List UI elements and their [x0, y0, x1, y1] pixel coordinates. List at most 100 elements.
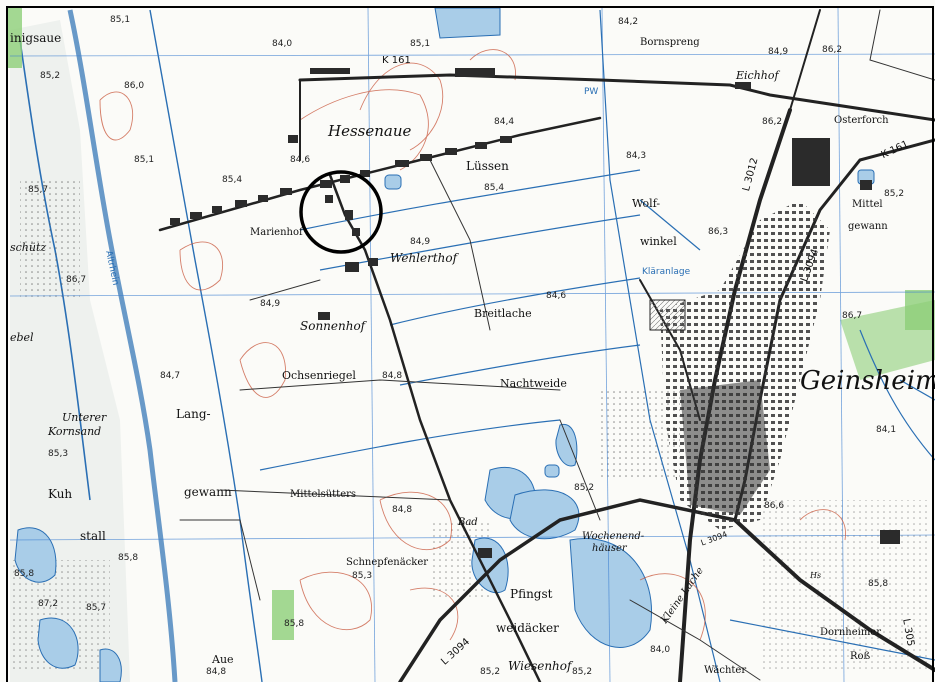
place-aue: Aue	[212, 653, 234, 666]
spot-height: 86,2	[822, 45, 843, 55]
spot-height: 84,9	[768, 47, 789, 57]
place-pfingst: Pfingst	[510, 587, 553, 601]
spot-height: 84,2	[618, 17, 639, 27]
spot-height: 85,1	[110, 15, 131, 25]
place-nachtweide: Nachtweide	[500, 377, 567, 390]
place-stall: stall	[80, 529, 106, 543]
place-lang: Lang-	[176, 407, 211, 421]
place-hauser: häuser	[592, 543, 627, 554]
spot-height: 86,6	[764, 501, 785, 511]
place-schutz: schütz	[10, 241, 47, 254]
spot-height: 84,0	[272, 39, 293, 49]
spot-height: 85,2	[480, 667, 501, 677]
place-wochenend: Wochenend-	[582, 531, 645, 542]
place-gewann-right: gewann	[848, 221, 888, 232]
lake	[99, 648, 122, 682]
spot-height: 84,1	[876, 425, 897, 435]
spot-height: 85,4	[222, 175, 243, 185]
place-inigsaue: inigsaue	[10, 31, 62, 45]
lake	[509, 489, 580, 540]
spot-height: 85,8	[118, 553, 139, 563]
meadow-area	[20, 180, 80, 300]
industrial-building	[792, 138, 830, 186]
place-unterer: Unterer	[62, 411, 107, 424]
lake	[14, 527, 57, 583]
spot-height: 86,2	[762, 117, 783, 127]
spot-height: 84,9	[260, 299, 281, 309]
spot-height: 85,8	[14, 569, 35, 579]
spot-height: 84,8	[206, 667, 227, 677]
spot-height: 85,8	[868, 579, 889, 589]
spot-height: 85,7	[28, 185, 49, 195]
place-kornsand: Kornsand	[48, 425, 102, 438]
place-wehlerthof: Wehlerthof	[390, 251, 458, 265]
place-kuh: Kuh	[48, 487, 73, 501]
place-marienhof: Marienhof	[250, 227, 303, 238]
spot-height: 85,2	[40, 71, 61, 81]
side-channel-2	[149, 9, 263, 682]
forest-patch	[272, 590, 294, 640]
spot-height: 85,2	[574, 483, 595, 493]
spot-height: 84,7	[160, 371, 181, 381]
place-ebel: ebel	[10, 331, 34, 344]
place-breitlache: Breitlache	[474, 307, 532, 320]
spot-height: 84,6	[290, 155, 311, 165]
place-wachter: Wächter	[704, 665, 747, 676]
lake	[37, 617, 79, 669]
geinsheim-core	[680, 380, 770, 515]
place-dornheimer: Dornheimer	[820, 627, 881, 638]
altrhein-river	[67, 9, 178, 682]
spot-height: 86,3	[708, 227, 729, 237]
spot-height: 85,2	[572, 667, 593, 677]
place-hessenaue: Hessenaue	[328, 122, 412, 140]
label-hs: Hs	[810, 571, 822, 580]
spot-height: 84,8	[382, 371, 403, 381]
lake	[555, 423, 578, 467]
place-wiesenhof: Wiesenhof	[508, 659, 572, 673]
spot-height: 85,3	[352, 571, 373, 581]
place-geinsheim: Geinsheim	[800, 366, 935, 396]
place-ochsenriegel: Ochsenriegel	[282, 369, 356, 382]
place-schnepfenacker: Schnepfenäcker	[346, 557, 429, 568]
place-wolf: Wolf-	[632, 197, 661, 210]
klaranlage-building	[649, 299, 686, 331]
spot-height: 86,0	[124, 81, 145, 91]
lake	[569, 538, 652, 648]
spot-height: 85,1	[134, 155, 155, 165]
drainage-ditches	[259, 9, 935, 682]
spot-height: 87,2	[38, 599, 59, 609]
place-winkel: winkel	[640, 235, 677, 248]
place-bornspreng: Bornspreng	[640, 37, 700, 48]
highlight-circle	[299, 170, 383, 254]
spot-height: 85,3	[48, 449, 69, 459]
pond	[544, 464, 560, 478]
forest-patch	[8, 8, 22, 68]
place-weidacker: weidäcker	[496, 621, 559, 635]
place-mittel: Mittel	[852, 199, 883, 210]
lake	[434, 7, 501, 39]
forest-patch	[840, 300, 935, 380]
label-pw: PW	[584, 87, 599, 97]
spot-height: 86,7	[842, 311, 863, 321]
spot-height: 84,4	[494, 117, 515, 127]
place-osterforch: Osterforch	[834, 115, 889, 126]
place-lussen: Lüssen	[466, 159, 509, 173]
coordinate-grid	[9, 7, 935, 682]
place-bad: Bad	[458, 517, 478, 528]
spot-height: 85,2	[884, 189, 905, 199]
place-gewann-left: gewann	[184, 485, 232, 499]
spot-height: 86,7	[66, 275, 87, 285]
spot-height: 85,8	[284, 619, 305, 629]
spot-height: 84,9	[410, 237, 431, 247]
place-mittelsutters: Mittelsütters	[290, 489, 357, 500]
spot-height: 84,3	[626, 151, 647, 161]
spot-height: 84,8	[392, 505, 413, 515]
spot-height: 85,4	[484, 183, 505, 193]
spot-height: 84,6	[546, 291, 567, 301]
pond	[384, 174, 402, 190]
spot-height: 85,7	[86, 603, 107, 613]
spot-height: 84,0	[650, 645, 671, 655]
place-eichhof: Eichhof	[736, 69, 779, 82]
